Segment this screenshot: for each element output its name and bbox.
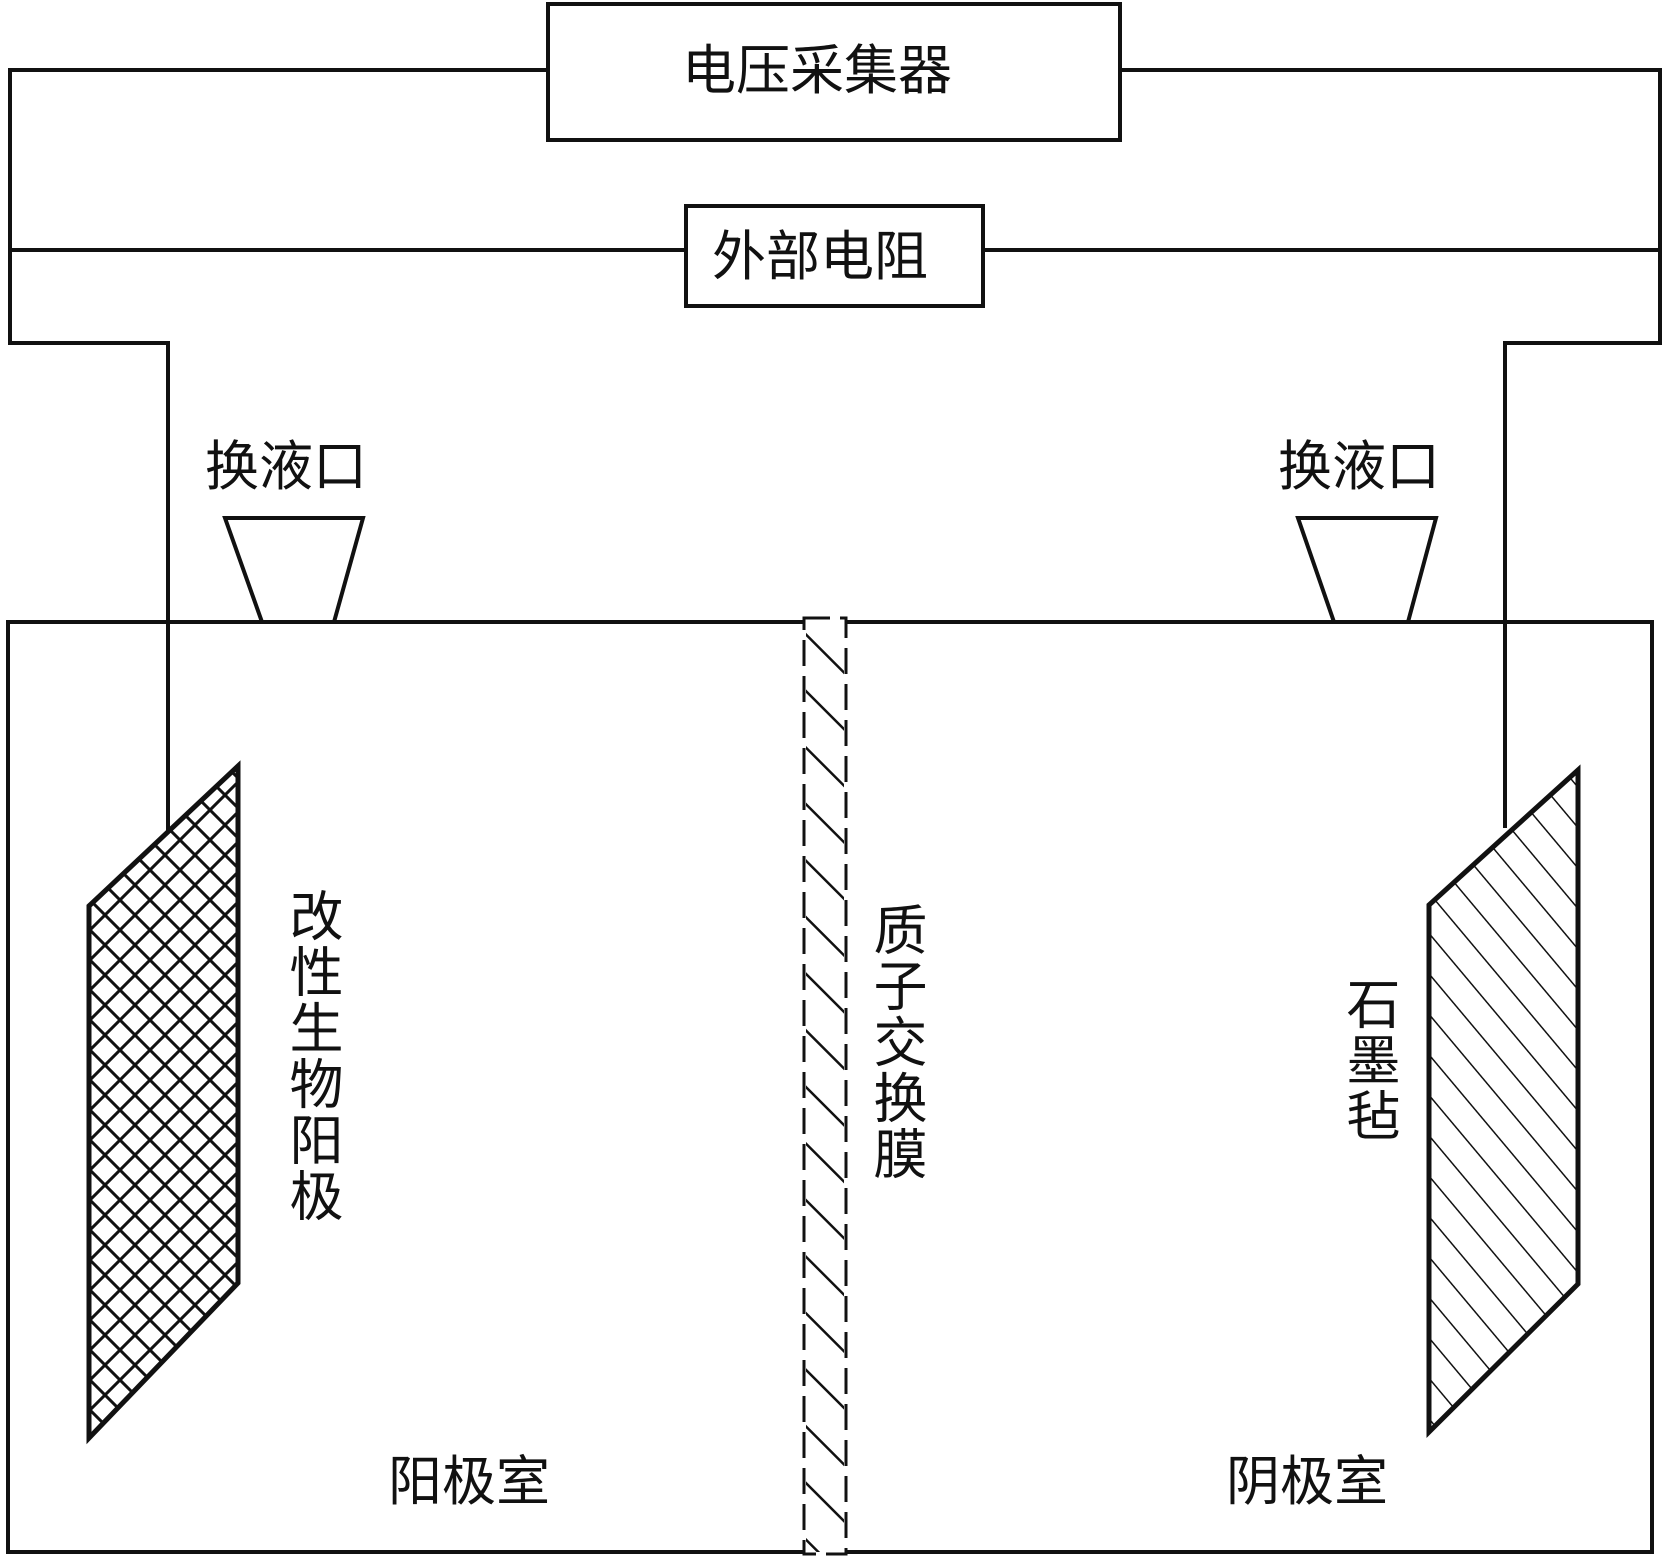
bioanode bbox=[86, 760, 241, 1445]
anode-chamber-label: 阳极室 bbox=[388, 1450, 550, 1513]
modified-bioanode-label: 改性生物阳极 bbox=[280, 888, 343, 1224]
right-port-label: 换液口 bbox=[1278, 435, 1440, 498]
right-port-funnel bbox=[1295, 516, 1439, 624]
voltage-collector-label: 电压采集器 bbox=[682, 39, 952, 102]
wire-top-right bbox=[1120, 68, 1662, 828]
circuit-wires bbox=[8, 68, 1662, 833]
cathode-chamber-label: 阴极室 bbox=[1226, 1450, 1388, 1513]
graphite-felt-cathode bbox=[1426, 764, 1581, 1439]
membrane-label: 质子交换膜 bbox=[864, 902, 927, 1182]
left-port-label: 换液口 bbox=[205, 435, 367, 498]
external-resistor-box bbox=[684, 204, 985, 308]
membrane-hatch bbox=[806, 620, 844, 1552]
left-port-funnel bbox=[222, 516, 366, 624]
wire-top-left bbox=[8, 68, 548, 833]
voltage-collector-box bbox=[546, 2, 1122, 142]
external-resistor-label: 外部电阻 bbox=[712, 225, 928, 288]
graphite-felt-label: 石墨毡 bbox=[1337, 976, 1400, 1144]
